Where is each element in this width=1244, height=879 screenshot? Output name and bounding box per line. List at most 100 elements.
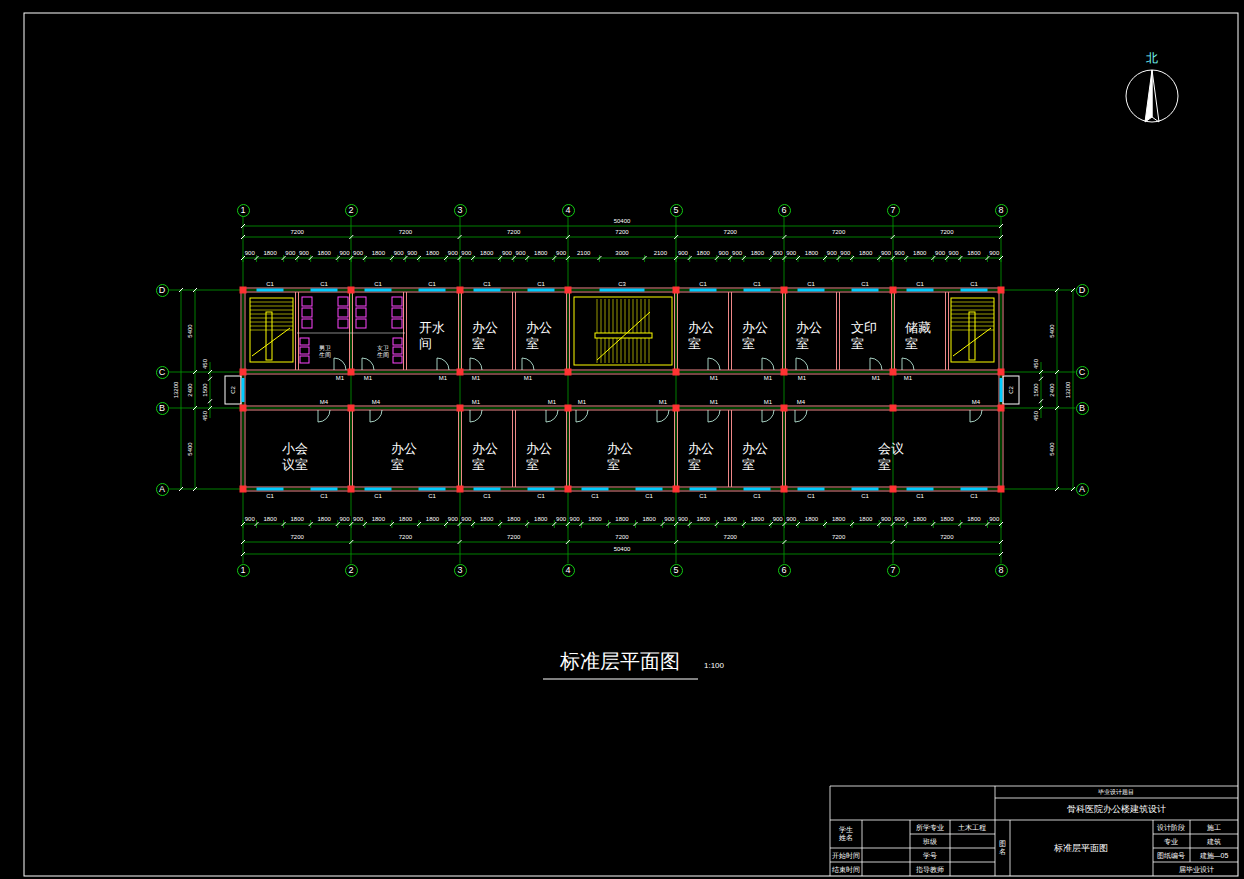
axis-bubble: 3 [454, 564, 467, 577]
dimension-text: 1800 [966, 516, 981, 522]
window-code: C1 [860, 281, 870, 287]
door-swing [362, 358, 374, 370]
column [240, 369, 246, 375]
column [673, 369, 679, 375]
window-code: C1 [644, 493, 654, 499]
dimension-text: 1800 [750, 516, 765, 522]
title-block-line [830, 786, 831, 876]
door-code: M4 [796, 399, 806, 405]
room-name: 办公 室 [472, 320, 502, 351]
column [565, 486, 571, 492]
axis-number: C [1079, 368, 1086, 377]
dimension-tick [1055, 370, 1059, 374]
window-symbol [419, 488, 446, 491]
title-block-text: 开始时间 [831, 852, 861, 859]
dimension-tick [904, 256, 908, 260]
dimension-tick [498, 256, 502, 260]
title-block-line [830, 786, 1238, 787]
window-symbol [257, 488, 284, 491]
stair-tread [621, 299, 622, 333]
stair-tread [621, 338, 622, 363]
column [781, 369, 787, 375]
dimension-tick [688, 256, 692, 260]
window-symbol [852, 488, 879, 491]
room-name: 办公 室 [526, 441, 556, 472]
room-name: 会议 室 [878, 441, 908, 472]
axis-number: D [1079, 286, 1086, 295]
dimension-tick [458, 522, 462, 526]
partition-wall [566, 292, 567, 370]
window-code: C1 [806, 493, 816, 499]
axis-line [568, 217, 569, 564]
dimension-tick [688, 522, 692, 526]
dimension-text: 13200 [1065, 381, 1071, 400]
window-code: C1 [915, 493, 925, 499]
column [998, 287, 1004, 293]
dimension-text: 2400 [1049, 382, 1055, 397]
door-code: M1 [471, 375, 481, 381]
door-swing [437, 358, 449, 370]
title-block-text: 所学专业 [915, 824, 945, 831]
axis-line [351, 217, 352, 564]
partition-wall [782, 410, 783, 487]
window-symbol [528, 488, 555, 491]
dimension-text: 7200 [939, 534, 954, 540]
dimension-tick [417, 522, 421, 526]
window-code: C1 [482, 281, 492, 287]
dimension-tick [471, 522, 475, 526]
window-symbol [798, 488, 825, 491]
corridor-wall [245, 370, 999, 371]
window-symbol [365, 289, 392, 292]
stair-tread [250, 302, 293, 303]
dimension-text: 7200 [506, 229, 521, 235]
axis-bubble: 3 [454, 204, 467, 217]
dimension-text: 1800 [317, 250, 332, 256]
dimension-text: 900 [298, 250, 310, 256]
dimension-text: 900 [663, 516, 675, 522]
partition-wall [295, 292, 296, 370]
dimension-text: 1800 [398, 516, 413, 522]
partition-wall [839, 292, 840, 370]
dimension-text: 900 [460, 250, 472, 256]
dimension-tick [208, 377, 212, 381]
axis-number: 8 [998, 566, 1003, 575]
stair-arrow [252, 328, 290, 356]
column [781, 486, 787, 492]
column [890, 486, 896, 492]
stair-tread [613, 299, 614, 333]
dimension-tick [715, 256, 719, 260]
dimension-text: 2100 [576, 250, 591, 256]
dimension-tick [444, 522, 448, 526]
dimension-tick [999, 522, 1003, 526]
dimension-line [243, 237, 1001, 238]
dimension-text: 900 [677, 250, 689, 256]
room: 办公 室 [784, 296, 838, 376]
dimension-tick [674, 256, 678, 260]
toilet-fixture [393, 347, 402, 354]
dimension-text: 1800 [425, 250, 440, 256]
window-symbol [690, 289, 717, 292]
dimension-tick [985, 522, 989, 526]
dimension-text: 900 [988, 250, 1000, 256]
dimension-tick [891, 256, 895, 260]
axis-bubble: 6 [778, 564, 791, 577]
axis-bubble: C [1076, 366, 1089, 379]
stair-handrail [969, 312, 975, 360]
dimension-line [243, 226, 1001, 227]
partition-wall [403, 292, 404, 370]
dimension-text: 900 [352, 250, 364, 256]
dimension-text: 1800 [696, 250, 711, 256]
dimension-tick [643, 256, 647, 260]
stair-tread [625, 299, 626, 333]
dimension-tick [241, 552, 245, 556]
toilet-fixture [300, 356, 309, 363]
dimension-text: 900 [772, 516, 784, 522]
dimension-tick [715, 522, 719, 526]
partition-wall [728, 410, 729, 487]
dimension-tick [931, 256, 935, 260]
door-swing [318, 410, 330, 422]
column [673, 287, 679, 293]
stair-tread [951, 314, 994, 315]
column [348, 486, 354, 492]
